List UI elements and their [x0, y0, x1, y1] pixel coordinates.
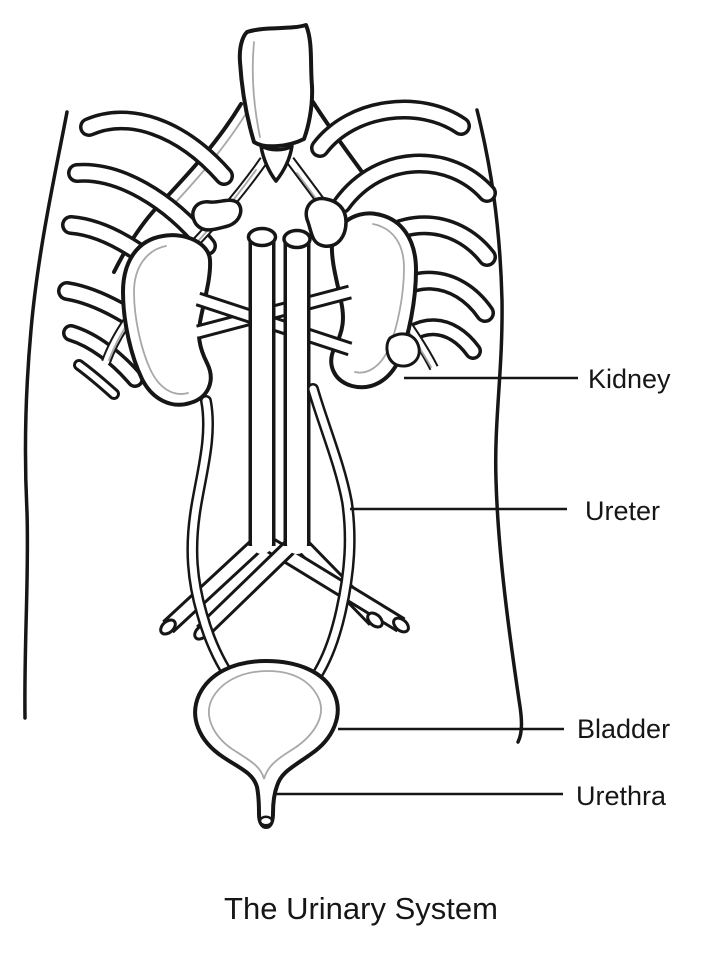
- iliac-vessels: [162, 532, 407, 639]
- vena-cava-open-end: [246, 226, 278, 248]
- torso-outline: [23, 108, 524, 744]
- bladder-label: Bladder: [577, 714, 670, 744]
- sternum-contour: [251, 41, 261, 138]
- kidney-right-lower-lobe: [385, 332, 421, 368]
- adrenal-left: [191, 198, 243, 232]
- xiphoid-process: [259, 144, 294, 183]
- leader-lines: [274, 376, 578, 796]
- urethra-open-end: [258, 815, 274, 827]
- urethra-label: Urethra: [576, 781, 667, 811]
- kidney-left: [121, 233, 213, 407]
- iliac-open-end-4: [392, 616, 410, 634]
- kidney-left-contour: [133, 245, 189, 395]
- iliac-open-end-3: [366, 611, 384, 629]
- ureters: [186, 383, 356, 693]
- kidney-label: Kidney: [588, 364, 671, 394]
- aorta-open-end: [282, 228, 312, 250]
- bladder-shape: [193, 659, 340, 829]
- sternum: [237, 23, 315, 183]
- labels: Kidney Ureter Bladder Urethra: [576, 364, 671, 811]
- kidneys: [121, 196, 421, 407]
- figure-title: The Urinary System: [224, 891, 498, 926]
- bladder-contour: [208, 670, 322, 780]
- adrenal-right: [304, 196, 348, 248]
- ureter-label: Ureter: [585, 496, 660, 526]
- torso-outline-left: [23, 110, 69, 720]
- sternum-body: [237, 23, 315, 149]
- torso-outline-right: [475, 108, 524, 744]
- kidney-right-contour: [354, 223, 405, 374]
- iliac-open-end-1: [159, 618, 177, 636]
- bladder-urethra: [193, 659, 340, 829]
